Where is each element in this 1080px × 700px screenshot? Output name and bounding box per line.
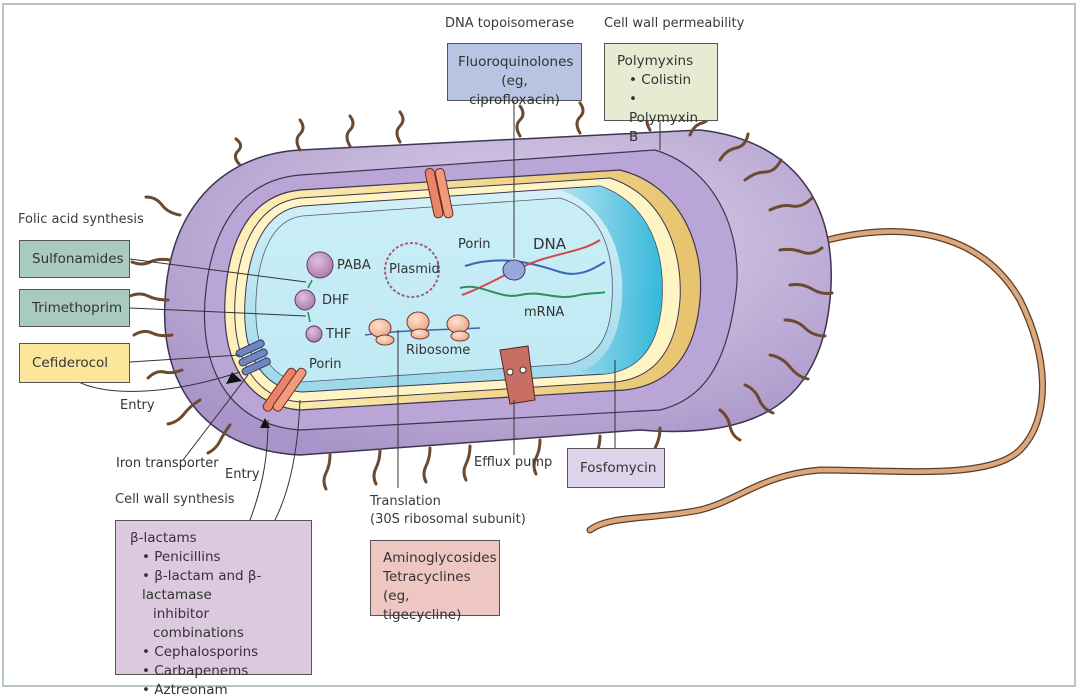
- dna-strand-red: [461, 239, 601, 296]
- tigecycline-example: (eg, tigecycline): [383, 588, 462, 623]
- paba-molecule: [306, 251, 334, 279]
- entry-arrow-1: [226, 372, 242, 384]
- trimethoprim-box: Trimethoprim: [19, 289, 130, 327]
- beta-lactam-item: Cephalosporins: [130, 643, 297, 662]
- heading-folic-acid-synthesis: Folic acid synthesis: [18, 212, 144, 227]
- heading-cell-wall-synthesis: Cell wall synthesis: [115, 492, 235, 507]
- fluoroquinolones-example: (eg, ciprofloxacin): [469, 73, 560, 108]
- entry-arrow-2: [260, 418, 270, 428]
- tetracyclines-label: Tetracyclines: [383, 569, 471, 585]
- dna-label: DNA: [533, 235, 567, 253]
- thf-molecule: [305, 325, 323, 343]
- porin-left-label: Porin: [309, 357, 342, 372]
- porin-top: [424, 168, 454, 219]
- dhf-label: DHF: [322, 293, 350, 308]
- efflux-pump-label: Efflux pump: [474, 455, 553, 470]
- mrna-strand: [459, 285, 606, 298]
- fosfomycin-label: Fosfomycin: [580, 460, 657, 476]
- porin-top-label: Porin: [458, 237, 491, 252]
- plasmid-label: Plasmid: [389, 262, 440, 277]
- beta-lactams-box: β-lactams Penicillins β-lactam and β-lac…: [115, 520, 312, 698]
- heading-cell-wall-permeability: Cell wall permeability: [604, 16, 745, 31]
- cefiderocol-box: Cefiderocol: [19, 343, 130, 383]
- dna-strand-blue: [464, 259, 606, 275]
- sulfonamides-label: Sulfonamides: [32, 251, 124, 267]
- aminoglycosides-box: Aminoglycosides Tetracyclines (eg, tigec…: [370, 540, 500, 623]
- beta-lactam-item-continued: inhibitor combinations: [153, 606, 244, 641]
- entry-label-1: Entry: [120, 398, 155, 413]
- porin-left: [262, 367, 307, 412]
- polymyxins-box: Polymyxins Colistin Polymyxin B: [604, 43, 718, 145]
- iron-transporter: [235, 339, 271, 376]
- beta-lactam-item: Carbapenems: [130, 662, 297, 681]
- entry-label-2: Entry: [225, 467, 260, 482]
- heading-dna-topoisomerase: DNA topoisomerase: [445, 16, 575, 31]
- dna-topoisomerase: [502, 259, 526, 281]
- sulfonamides-box: Sulfonamides: [19, 240, 130, 278]
- aminoglycosides-label: Aminoglycosides: [383, 550, 497, 566]
- polymyxin-item: Colistin: [617, 71, 705, 90]
- heading-translation-subunit: (30S ribosomal subunit): [370, 512, 526, 527]
- ribosomes: [368, 311, 470, 346]
- beta-lactam-item: Penicillins: [130, 548, 297, 567]
- polymyxin-item: Polymyxin B: [617, 90, 705, 147]
- dhf-molecule: [294, 289, 316, 311]
- fluoroquinolones-box: Fluoroquinolones (eg, ciprofloxacin): [447, 43, 582, 108]
- fluoroquinolones-label: Fluoroquinolones: [458, 54, 574, 70]
- heading-translation: Translation: [370, 494, 441, 509]
- trimethoprim-label: Trimethoprim: [32, 300, 123, 316]
- pili: [128, 98, 834, 491]
- beta-lactam-item: β-lactam and β-lactamase: [130, 567, 297, 605]
- beta-lactams-title: β-lactams: [130, 530, 197, 546]
- mrna-label: mRNA: [524, 305, 565, 320]
- paba-label: PABA: [337, 258, 371, 273]
- thf-label: THF: [326, 327, 352, 342]
- efflux-pump: [499, 345, 536, 405]
- iron-transporter-label: Iron transporter: [116, 456, 219, 471]
- fosfomycin-box: Fosfomycin: [567, 448, 665, 488]
- polymyxins-title: Polymyxins: [617, 53, 694, 69]
- ribosome-label: Ribosome: [406, 343, 471, 358]
- cefiderocol-label: Cefiderocol: [32, 355, 109, 371]
- figure-frame: [2, 3, 1076, 687]
